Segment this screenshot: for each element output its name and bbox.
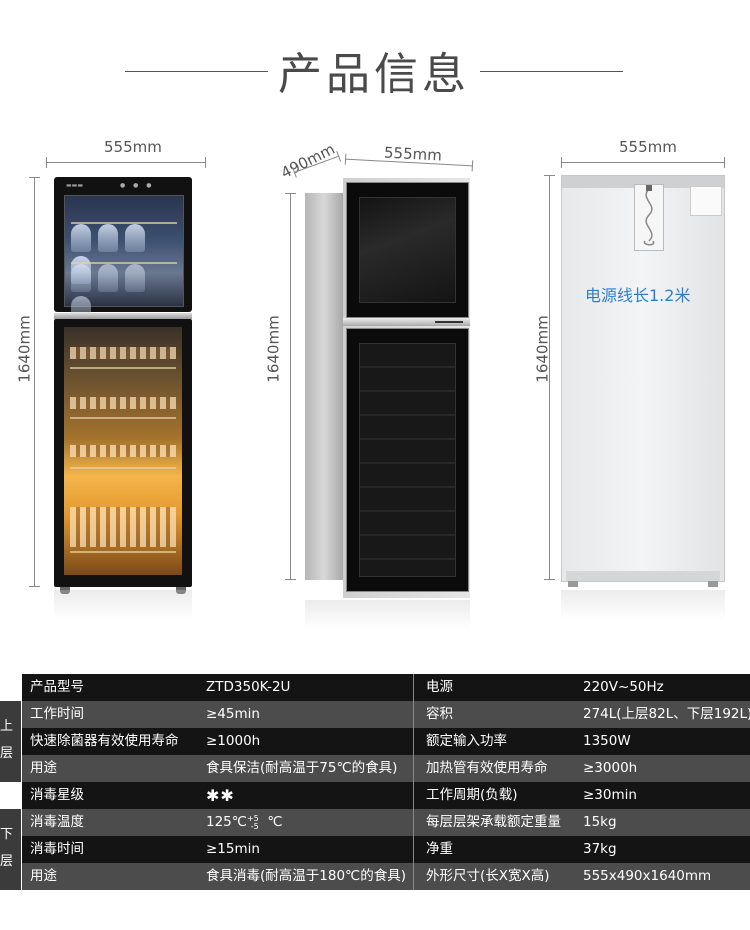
spec-row: 消毒温度 125℃+5-5 ℃ 每层层架承载额定重量 15kg <box>22 809 750 836</box>
side-height-label: 1640mm <box>264 315 283 383</box>
front-width-label: 555mm <box>104 138 162 156</box>
spec-table: 上 层 下 层 产品型号 ZTD350K-2U 电源 220V~50Hz 工作时… <box>0 674 750 890</box>
side-width-label: 555mm <box>383 143 443 165</box>
front-reflection <box>54 590 192 620</box>
back-top-strip <box>562 176 724 188</box>
star-rating: ✱✱ <box>206 786 235 805</box>
side-view-panel <box>305 193 343 580</box>
lower-compartment <box>54 319 192 587</box>
page-title: 产品信息 <box>278 49 470 100</box>
door-handle <box>435 321 463 323</box>
title-line-right <box>480 71 623 72</box>
front-height-line <box>29 177 40 587</box>
power-cord-note: 电源线长1.2米 <box>585 286 691 305</box>
front-height-label: 1640mm <box>15 315 34 383</box>
section-upper-label: 上 层 <box>0 701 21 782</box>
section-lower-label: 下 层 <box>0 809 21 890</box>
spec-row: 快速除菌器有效使用寿命 ≥1000h 额定输入功率 1350W <box>22 728 750 755</box>
side-depth-label: 490mm <box>278 139 338 183</box>
spec-row: 用途 食具消毒(耐高温于180℃的食具) 外形尺寸(长X宽X高) 555x490… <box>22 863 750 890</box>
side-height-line <box>285 193 296 580</box>
brand-logo: ▬▬▬ <box>66 182 84 189</box>
angled-upper-door <box>346 182 469 318</box>
spec-row: 产品型号 ZTD350K-2U 电源 220V~50Hz <box>22 674 750 701</box>
upper-compartment: ▬▬▬ ● ● ● <box>54 177 192 324</box>
back-height-label: 1640mm <box>533 315 552 383</box>
back-reflection <box>561 590 725 620</box>
back-width-label: 555mm <box>619 138 677 156</box>
back-width-line <box>561 157 725 168</box>
upper-glass-door <box>64 195 184 324</box>
front-width-line <box>46 157 206 168</box>
back-bottom-strip <box>566 571 720 581</box>
control-panel-icons: ● ● ● <box>120 182 155 189</box>
front-view-cabinet: ▬▬▬ ● ● ● <box>54 177 192 594</box>
nameplate-label <box>690 186 722 216</box>
cabinet-divider <box>54 313 192 319</box>
power-cord-icon <box>634 184 664 251</box>
title-line-left <box>125 71 268 72</box>
spec-row: 消毒时间 ≥15min 净重 37kg <box>22 836 750 863</box>
angled-lower-door <box>346 328 469 592</box>
lower-glass-door <box>64 327 182 575</box>
section-header: 产品信息 <box>0 38 750 108</box>
angled-view-cabinet <box>343 178 470 598</box>
spec-row: 用途 食具保洁(耐高温于75℃的食具) 加热管有效使用寿命 ≥3000h <box>22 755 750 782</box>
angled-reflection <box>305 600 470 630</box>
back-view-cabinet <box>561 175 725 587</box>
spec-row: 工作时间 ≥45min 容积 274L(上层82L、下层192L) <box>22 701 750 728</box>
angled-divider <box>343 318 470 326</box>
back-height-line <box>544 175 555 580</box>
spec-row: 消毒星级 ✱✱ 工作周期(负载) ≥30min <box>22 782 750 809</box>
disinfection-temperature: 125℃+5-5 ℃ <box>206 814 283 831</box>
